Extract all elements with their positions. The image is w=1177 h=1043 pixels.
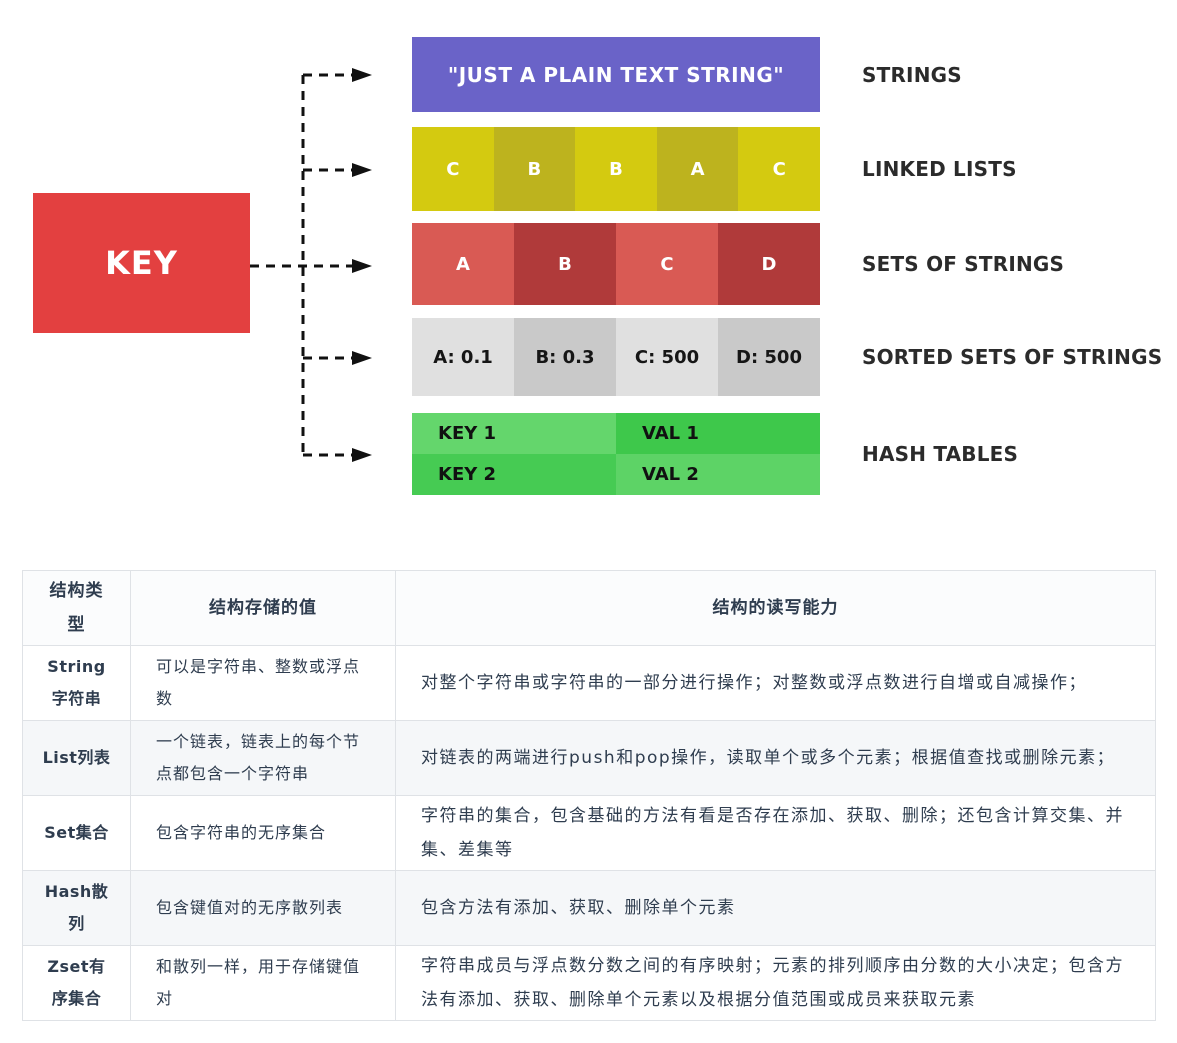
- type-cell: Hash散列: [22, 870, 131, 946]
- table-row-zset: Zset有序集合 和散列一样，用于存储键值对 字符串成员与浮点数分数之间的有序映…: [22, 945, 1156, 1021]
- table-header-row: 结构类型 结构存储的值 结构的读写能力: [22, 570, 1156, 646]
- hash-tables-bar: KEY 1 VAL 1 KEY 2 VAL 2: [412, 413, 820, 495]
- key-label: KEY: [105, 244, 178, 282]
- stored-cell: 和散列一样，用于存储键值对: [130, 945, 396, 1021]
- hash-key-cell: KEY 2: [412, 454, 616, 495]
- redis-structures-diagram: KEY "JUST A PLAIN TEXT STRING" C B B A C…: [33, 37, 1163, 495]
- stored-cell: 包含字符串的无序集合: [130, 795, 396, 871]
- table-row-set: Set集合 包含字符串的无序集合 字符串的集合，包含基础的方法有看是否存在添加、…: [22, 795, 1156, 871]
- dashed-arrow-connectors: [250, 68, 372, 462]
- hash-val-cell: VAL 2: [616, 454, 820, 495]
- structures-table: 结构类型 结构存储的值 结构的读写能力 String字符串 可以是字符串、整数或…: [22, 570, 1156, 1021]
- type-cell: Zset有序集合: [22, 945, 131, 1021]
- strings-bar-text: "JUST A PLAIN TEXT STRING": [447, 62, 785, 87]
- table-row-string: String字符串 可以是字符串、整数或浮点数 对整个字符串或字符串的一部分进行…: [22, 645, 1156, 721]
- stored-cell: 可以是字符串、整数或浮点数: [130, 645, 396, 721]
- list-cell: B: [575, 127, 657, 211]
- ability-cell: 字符串成员与浮点数分数之间的有序映射；元素的排列顺序由分数的大小决定；包含方法有…: [395, 945, 1156, 1021]
- ability-cell: 对链表的两端进行push和pop操作，读取单个或多个元素；根据值查找或删除元素；: [395, 720, 1156, 796]
- stored-cell: 一个链表，链表上的每个节点都包含一个字符串: [130, 720, 396, 796]
- label-hash-tables: HASH TABLES: [862, 442, 1019, 466]
- header-structure-type: 结构类型: [22, 570, 131, 646]
- ability-cell: 包含方法有添加、获取、删除单个元素: [395, 870, 1156, 946]
- list-cell: A: [656, 127, 739, 211]
- sorted-set-cell: C: 500: [616, 318, 718, 396]
- hash-val-cell: VAL 1: [616, 413, 820, 454]
- table-row-hash: Hash散列 包含键值对的无序散列表 包含方法有添加、获取、删除单个元素: [22, 870, 1156, 946]
- list-cell: C: [738, 127, 820, 211]
- ability-cell: 字符串的集合，包含基础的方法有看是否存在添加、获取、删除；还包含计算交集、并集、…: [395, 795, 1156, 871]
- list-cell: B: [493, 127, 576, 211]
- type-cell: Set集合: [22, 795, 131, 871]
- key-box: KEY: [33, 193, 250, 333]
- table-row-list: List列表 一个链表，链表上的每个节点都包含一个字符串 对链表的两端进行pus…: [22, 720, 1156, 796]
- stored-cell: 包含键值对的无序散列表: [130, 870, 396, 946]
- set-cell: D: [718, 223, 820, 305]
- linked-lists-bar: C B B A C: [412, 127, 820, 211]
- sorted-sets-bar: A: 0.1 B: 0.3 C: 500 D: 500: [412, 318, 820, 396]
- set-cell: C: [616, 223, 718, 305]
- label-sets-of-strings: SETS OF STRINGS: [862, 252, 1065, 276]
- sets-bar: A B C D: [412, 223, 820, 305]
- strings-bar: "JUST A PLAIN TEXT STRING": [412, 37, 820, 112]
- label-strings: STRINGS: [862, 62, 962, 87]
- ability-cell: 对整个字符串或字符串的一部分进行操作；对整数或浮点数进行自增或自减操作；: [395, 645, 1156, 721]
- type-cell: List列表: [22, 720, 131, 796]
- set-cell: A: [412, 223, 514, 305]
- sorted-set-cell: D: 500: [718, 318, 820, 396]
- sorted-set-cell: B: 0.3: [514, 318, 616, 396]
- hash-key-cell: KEY 1: [412, 413, 616, 454]
- header-stored-value: 结构存储的值: [130, 570, 396, 646]
- sorted-set-cell: A: 0.1: [412, 318, 514, 396]
- list-cell: C: [412, 127, 494, 211]
- set-cell: B: [514, 223, 616, 305]
- label-sorted-sets-of-strings: SORTED SETS OF STRINGS: [862, 345, 1163, 369]
- header-read-write-ability: 结构的读写能力: [395, 570, 1156, 646]
- type-cell: String字符串: [22, 645, 131, 721]
- label-linked-lists: LINKED LISTS: [862, 157, 1017, 181]
